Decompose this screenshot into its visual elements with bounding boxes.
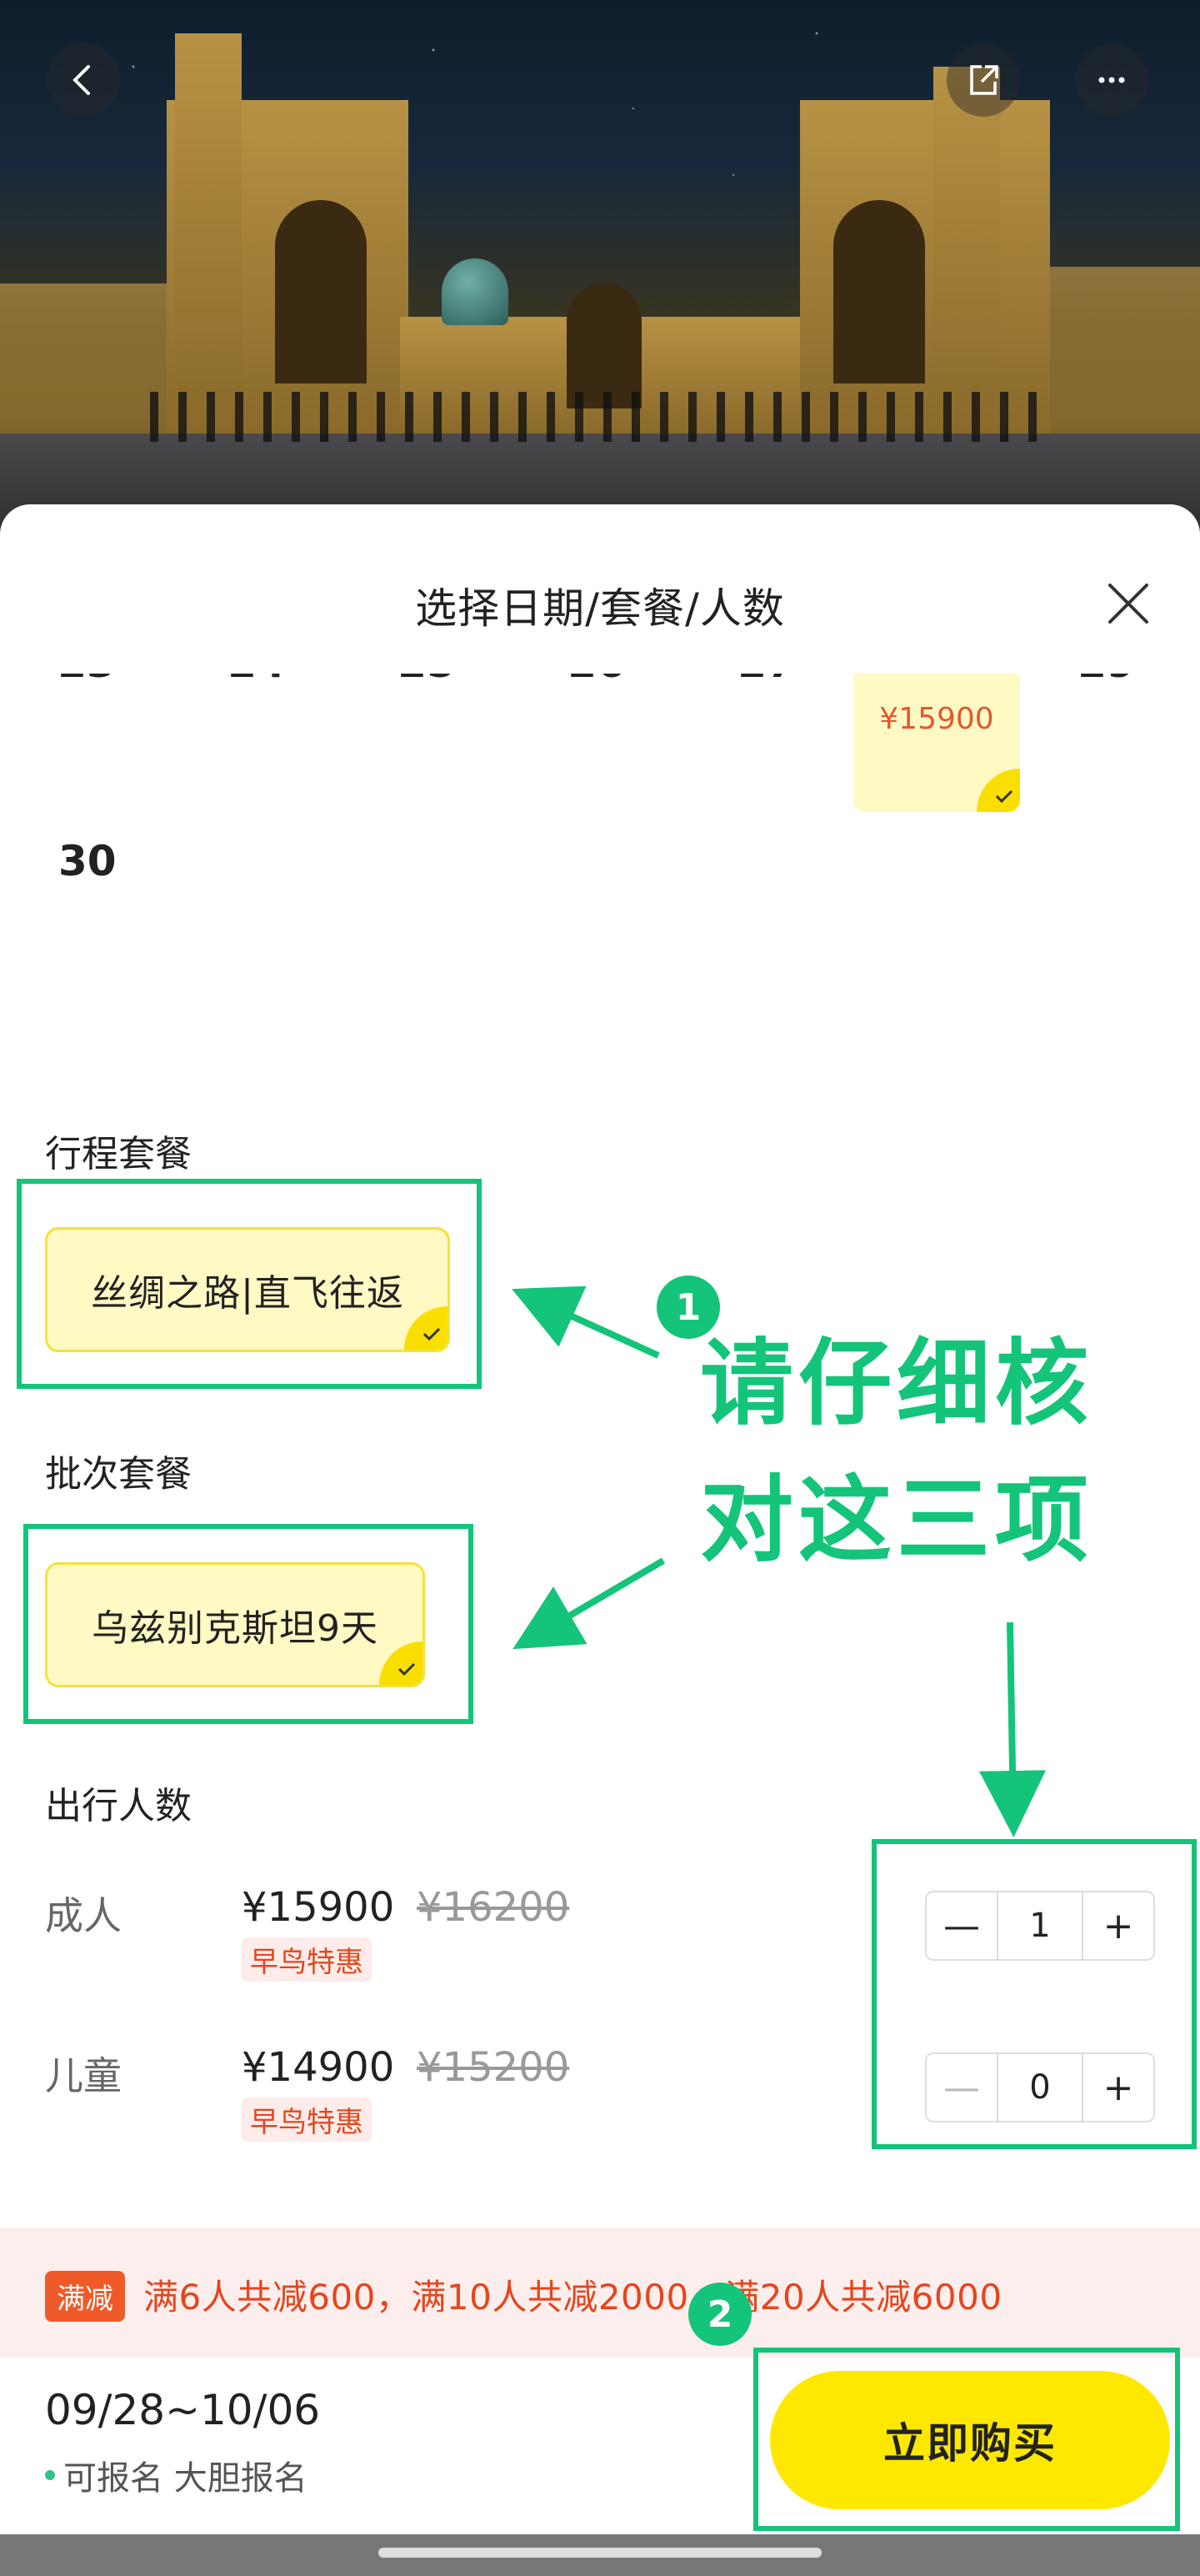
- batch-label: 批次套餐: [45, 1453, 192, 1496]
- child-old-price: ¥15200: [417, 2044, 570, 2091]
- center-dome: [442, 258, 508, 325]
- share-icon: [970, 65, 998, 95]
- batch-option[interactable]: 乌兹别克斯坦9天: [45, 1562, 425, 1687]
- child-price: ¥14900: [242, 2044, 395, 2091]
- calendar-price: ¥15900: [879, 702, 994, 736]
- close-icon[interactable]: [1102, 577, 1155, 630]
- calendar-day-30[interactable]: 30: [58, 837, 117, 885]
- annotation-text-line-1: 请仔细核: [700, 1330, 1093, 1438]
- signup-status: 可报名 大胆报名: [45, 2451, 308, 2499]
- child-plus-button[interactable]: +: [1102, 2066, 1134, 2109]
- annotation-number-1: 1: [657, 1275, 720, 1339]
- far-right-building: [1050, 267, 1200, 434]
- promo-text: 满6人共减600，满10人共减2000，满20人共减6000: [143, 2277, 1002, 2318]
- check-icon: [995, 789, 1013, 804]
- itinerary-option[interactable]: 丝绸之路|直飞往返: [45, 1227, 450, 1352]
- annotation-box-itinerary: [17, 1179, 482, 1389]
- annotation-box-buy: [753, 2348, 1180, 2531]
- travelers-label: 出行人数: [45, 1785, 192, 1827]
- left-arch: [275, 200, 367, 383]
- child-label: 儿童: [45, 2053, 122, 2098]
- child-early-bird-tag: 早鸟特惠: [242, 2097, 372, 2142]
- annotation-text-line-2: 对这三项: [700, 1466, 1093, 1575]
- adult-label: 成人: [45, 1893, 122, 1938]
- calendar-day[interactable]: 25: [393, 674, 460, 687]
- right-arch: [833, 200, 925, 383]
- annotation-box-stepper: [872, 1839, 1197, 2149]
- check-icon: [398, 1662, 416, 1676]
- buy-now-button[interactable]: 立即购买: [770, 2371, 1170, 2509]
- calendar-day[interactable]: 24: [223, 674, 290, 687]
- center-arch: [567, 283, 642, 408]
- annotation-box-batch: [23, 1524, 473, 1724]
- check-badge: [977, 769, 1020, 812]
- status-dot-icon: [45, 2470, 55, 2480]
- calendar-selected-day[interactable]: ¥15900: [853, 674, 1020, 812]
- check-icon: [422, 1327, 441, 1341]
- more-icon: [1098, 77, 1125, 83]
- calendar-day[interactable]: 27: [733, 674, 800, 687]
- calendar-partial-row: 23 24 25 26 27 28 29: [0, 674, 1200, 715]
- itinerary-label: 行程套餐: [45, 1133, 192, 1175]
- adult-price: ¥15900: [242, 1884, 395, 1931]
- share-button[interactable]: [947, 43, 1020, 117]
- adult-old-price: ¥16200: [417, 1884, 570, 1931]
- date-range: 09/28~10/06: [45, 2386, 321, 2434]
- promo-bar: 满减 满6人共减600，满10人共减2000，满20人共减6000: [0, 2228, 1200, 2358]
- crowd-silhouettes: [150, 392, 1050, 442]
- batch-option-label: 乌兹别克斯坦9天: [92, 1607, 378, 1650]
- calendar-day[interactable]: 26: [563, 674, 630, 687]
- adult-early-bird-tag: 早鸟特惠: [242, 1937, 372, 1982]
- adult-quantity-stepper: — 1 +: [925, 1891, 1155, 1961]
- right-minaret: [933, 67, 1000, 434]
- calendar-day[interactable]: 23: [53, 674, 120, 687]
- child-quantity-stepper: — 0 +: [925, 2052, 1155, 2122]
- left-minaret: [175, 33, 242, 434]
- hero-image: [0, 0, 1200, 534]
- promo-badge: 满减: [45, 2271, 125, 2322]
- annotation-number-2: 2: [688, 2283, 752, 2346]
- adult-plus-button[interactable]: +: [1102, 1904, 1134, 1947]
- child-count[interactable]: 0: [997, 2054, 1083, 2121]
- adult-count[interactable]: 1: [997, 1892, 1083, 1959]
- calendar-day[interactable]: 29: [1073, 674, 1140, 687]
- sheet-title: 选择日期/套餐/人数: [415, 584, 785, 633]
- adult-minus-button[interactable]: —: [943, 1904, 980, 1947]
- status-text: 可报名 大胆报名: [63, 2459, 308, 2498]
- more-button[interactable]: [1075, 43, 1148, 117]
- chevron-left-icon: [72, 65, 90, 95]
- far-left-building: [0, 283, 167, 434]
- back-button[interactable]: [47, 43, 120, 117]
- itinerary-option-label: 丝绸之路|直飞往返: [91, 1272, 404, 1315]
- home-indicator[interactable]: [378, 2548, 822, 2558]
- child-minus-button[interactable]: —: [943, 2066, 980, 2109]
